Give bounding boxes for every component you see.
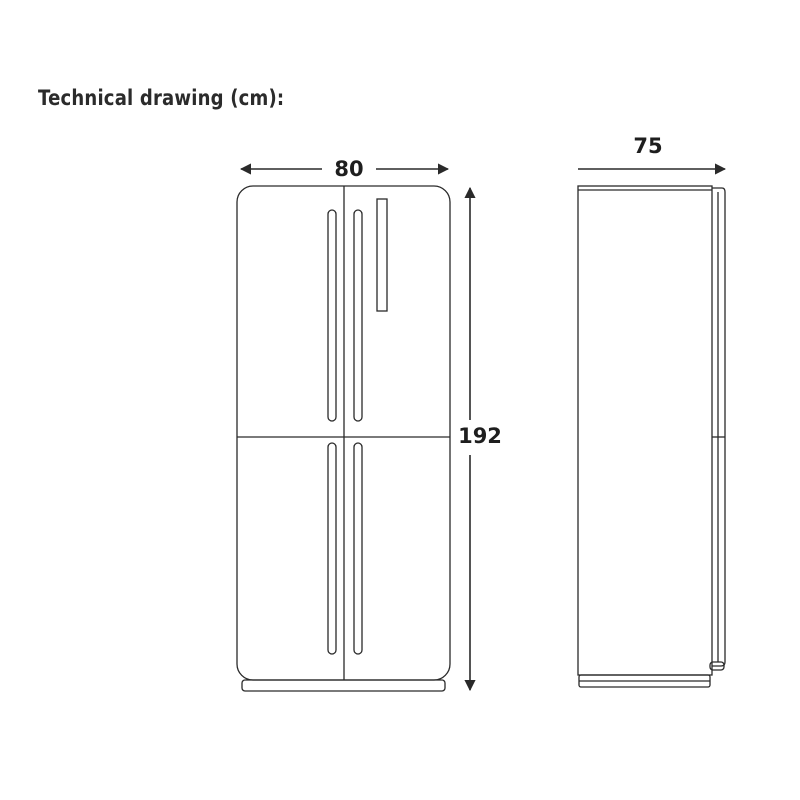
fridge-side-body (577, 185, 713, 676)
front-view (236, 185, 451, 692)
control-display-panel (376, 198, 388, 312)
front-base-plinth (241, 679, 446, 692)
side-bottom-hinge (709, 661, 725, 671)
upper-left-door-handle (327, 209, 337, 422)
width-dimension: 80 (239, 157, 450, 181)
page-title: Technical drawing (cm): (38, 86, 285, 110)
lower-right-door-handle (353, 442, 363, 655)
side-door-profile (712, 187, 726, 667)
depth-label: 75 (633, 134, 662, 158)
width-label: 80 (334, 157, 363, 181)
upper-right-door-handle (353, 209, 363, 422)
lower-left-door-handle (327, 442, 337, 655)
height-label: 192 (458, 424, 502, 448)
depth-dimension: 75 (578, 134, 727, 175)
height-dimension: 192 (458, 186, 502, 692)
side-view (577, 185, 726, 688)
